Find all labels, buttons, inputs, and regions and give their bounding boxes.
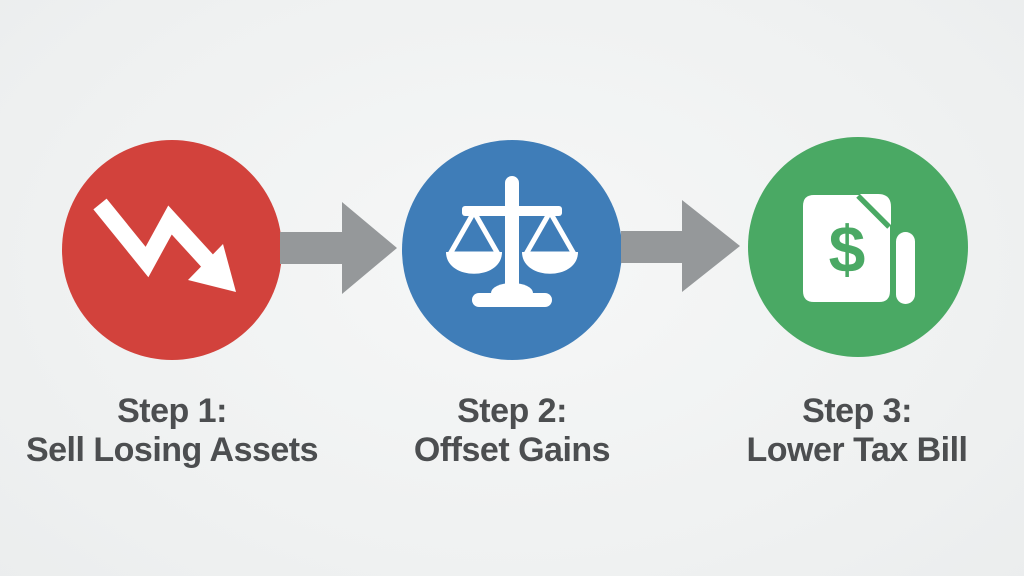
step3-circle: $ [748, 137, 968, 357]
flow-arrow-right-icon [280, 202, 397, 294]
step3-subtitle: Lower Tax Bill [746, 431, 968, 469]
step2-title: Step 2: [457, 392, 567, 430]
step2-label: Step 2: Offset Gains [347, 392, 677, 470]
step2-subtitle: Offset Gains [413, 431, 611, 469]
flow-arrow-right-icon [621, 200, 740, 292]
step1-circle [62, 140, 282, 360]
step3-label: Step 3: Lower Tax Bill [692, 392, 1022, 470]
step1-title: Step 1: [117, 392, 227, 430]
balance-scale-icon [446, 176, 578, 307]
svg-text:$: $ [829, 212, 866, 286]
step2-circle [402, 140, 622, 360]
dollar-invoice-icon: $ [803, 194, 915, 304]
flow-arrow-shape [621, 200, 740, 292]
flow-arrow-shape [280, 202, 397, 294]
step1-subtitle: Sell Losing Assets [25, 431, 319, 469]
step3-title: Step 3: [802, 392, 912, 430]
declining-chart-arrow-icon [93, 198, 236, 292]
step1-label: Step 1: Sell Losing Assets [7, 392, 337, 470]
